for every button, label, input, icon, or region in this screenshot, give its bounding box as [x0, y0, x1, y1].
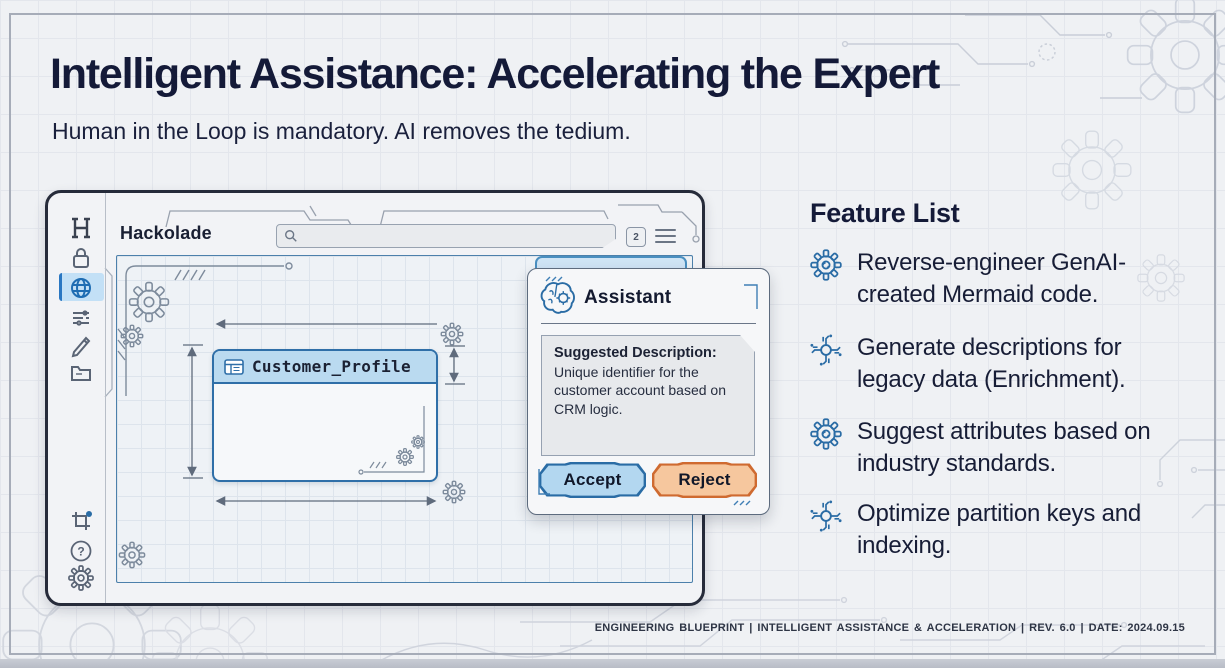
divider [541, 323, 756, 324]
feature-list-title: Feature List [810, 198, 960, 228]
suggestion-label: Suggested Description: [554, 345, 717, 361]
entity-customer-profile[interactable]: Customer_Profile [212, 349, 438, 482]
reject-button[interactable]: Reject [652, 462, 757, 498]
reject-label: Reject [678, 470, 731, 489]
app-brand: Hackolade [120, 223, 212, 243]
shortcut-badge[interactable]: 2 [626, 227, 646, 247]
suggestion-text: Unique identifier for the customer accou… [554, 364, 726, 417]
table-icon [224, 358, 244, 375]
bottom-edge-shade [0, 659, 1225, 668]
feature-text: Reverse-engineer GenAI-created Mermaid c… [857, 249, 1126, 309]
svg-text:?: ? [77, 545, 84, 559]
gear-icon [810, 418, 842, 450]
folder-icon[interactable] [68, 359, 94, 385]
app-sidebar: ? [48, 193, 106, 603]
gear-icon [810, 249, 842, 281]
suggestion-box: Suggested Description: Unique identifier… [541, 335, 755, 456]
feature-item: Suggest attributes based on industry sta… [810, 416, 1179, 481]
feature-item: Reverse-engineer GenAI-created Mermaid c… [810, 247, 1179, 312]
menu-icon[interactable] [655, 229, 676, 243]
feature-text: Optimize partition keys and indexing. [857, 500, 1142, 560]
brain-gear-icon [540, 282, 575, 314]
entity-name: Customer_Profile [252, 357, 411, 376]
settings-gear-icon[interactable] [68, 565, 94, 591]
search-input[interactable] [276, 224, 616, 248]
accept-button[interactable]: Accept [539, 462, 646, 498]
feature-text: Suggest attributes based on industry sta… [857, 418, 1151, 478]
accept-label: Accept [563, 470, 622, 489]
crop-tool-icon[interactable] [68, 508, 94, 534]
feature-item: Optimize partition keys and indexing. [810, 498, 1179, 563]
entity-header: Customer_Profile [214, 351, 436, 384]
hackolade-logo-icon[interactable] [68, 215, 94, 241]
feature-item: Generate descriptions for legacy data (E… [810, 332, 1179, 397]
assistant-panel: Assistant Suggested Description: Unique … [527, 268, 770, 515]
page-title: Intelligent Assistance: Accelerating the… [50, 50, 940, 98]
assistant-title: Assistant [584, 287, 672, 308]
globe-icon[interactable] [68, 275, 94, 301]
chip-icon [810, 500, 842, 532]
help-icon[interactable]: ? [68, 538, 94, 564]
sliders-icon[interactable] [68, 305, 94, 331]
feature-list: Feature List Reverse-engineer GenAI-crea… [810, 198, 1190, 559]
page-subtitle: Human in the Loop is mandatory. AI remov… [52, 118, 631, 144]
feature-text: Generate descriptions for legacy data (E… [857, 334, 1126, 394]
footer-credits: ENGINEERING BLUEPRINT | INTELLIGENT ASSI… [594, 622, 1185, 634]
search-icon [285, 230, 297, 242]
pencil-icon[interactable] [68, 332, 94, 358]
lock-icon[interactable] [68, 245, 94, 271]
chip-icon [810, 334, 842, 366]
